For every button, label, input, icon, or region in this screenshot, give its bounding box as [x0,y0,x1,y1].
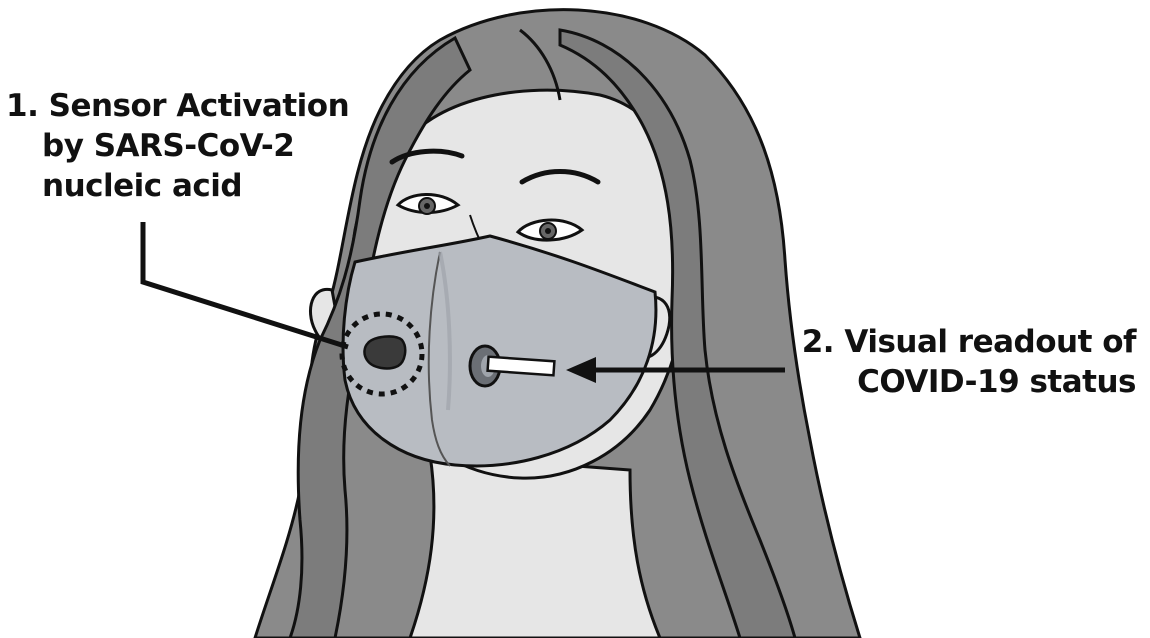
left-pupil [424,203,430,209]
right-pupil [545,228,551,234]
sensor-label-line3: nucleic acid [6,166,349,206]
readout-label-line2: COVID-19 status [802,362,1136,402]
readout-label-line1: 2. Visual readout of [802,322,1136,362]
sensor-activation-label: 1. Sensor Activation by SARS-CoV-2 nucle… [6,86,349,206]
visual-readout-label: 2. Visual readout of COVID-19 status [802,322,1136,402]
readout-strip [488,357,555,376]
neck [410,455,660,638]
sensor-label-line1: 1. Sensor Activation [6,86,349,126]
sensor-label-line2: by SARS-CoV-2 [6,126,349,166]
sensor-device [364,336,405,368]
